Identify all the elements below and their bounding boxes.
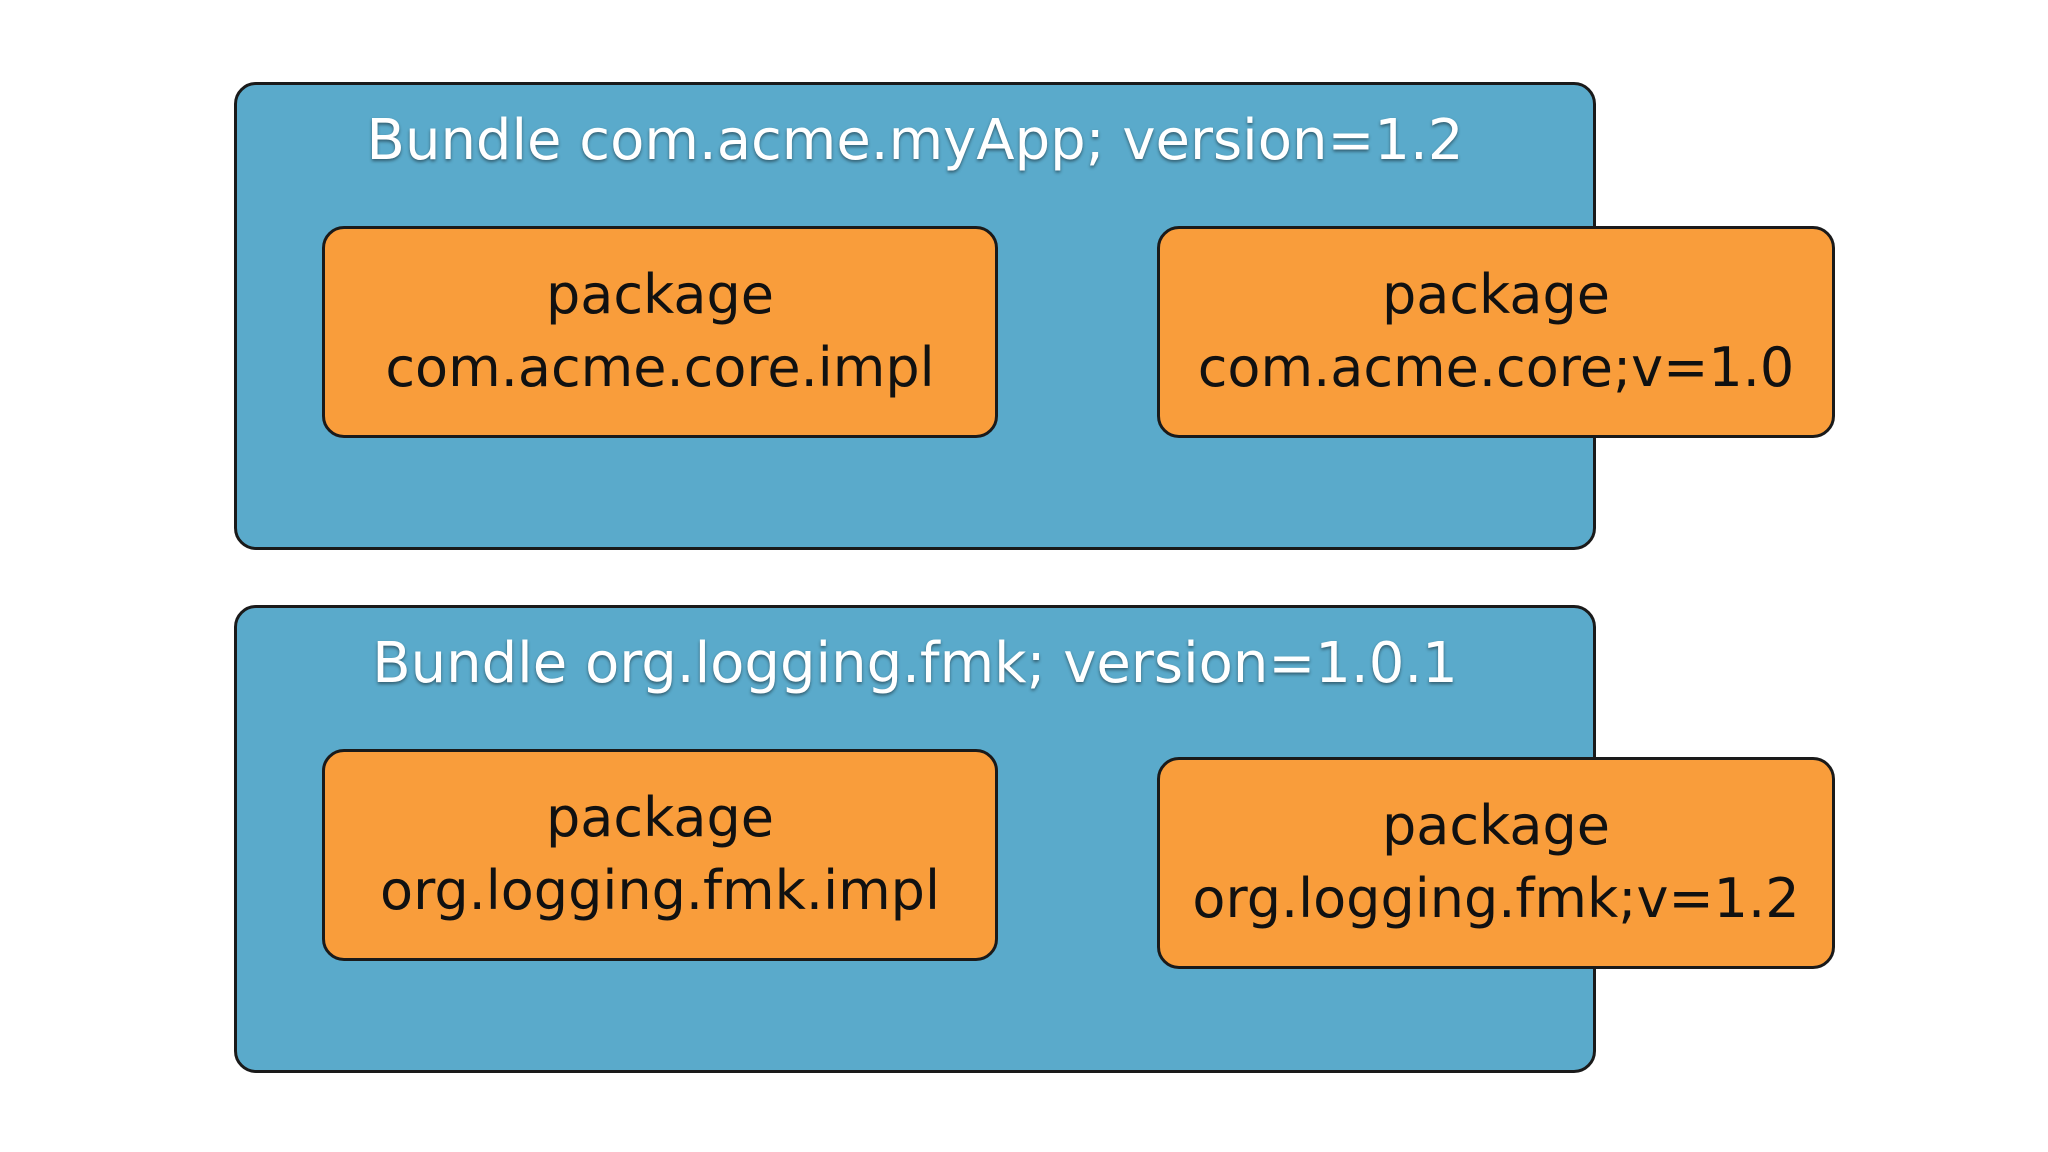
package-name: org.logging.fmk;v=1.2	[1192, 867, 1800, 930]
bundle-myapp-title: Bundle com.acme.myApp; version=1.2	[366, 108, 1464, 173]
package-name: com.acme.core.impl	[385, 336, 935, 399]
package-keyword: package	[1382, 263, 1610, 327]
package-keyword: package	[1382, 794, 1610, 858]
package-name: com.acme.core;v=1.0	[1197, 336, 1795, 399]
package-name: org.logging.fmk.impl	[380, 859, 940, 922]
package-org-logging-fmk-impl: package org.logging.fmk.impl	[322, 749, 998, 961]
package-com-acme-core: package com.acme.core;v=1.0	[1157, 226, 1835, 438]
package-org-logging-fmk: package org.logging.fmk;v=1.2	[1157, 757, 1835, 969]
bundle-logging-title: Bundle org.logging.fmk; version=1.0.1	[372, 631, 1458, 696]
package-keyword: package	[546, 786, 774, 850]
package-com-acme-core-impl: package com.acme.core.impl	[322, 226, 998, 438]
package-keyword: package	[546, 263, 774, 327]
